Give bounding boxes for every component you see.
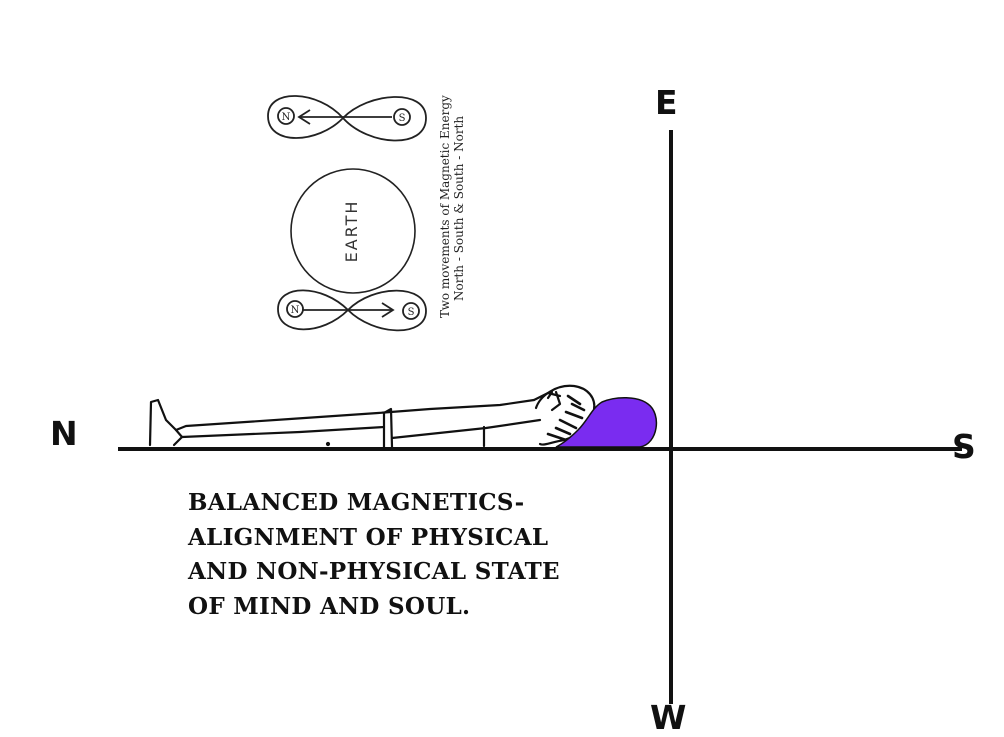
pole-top-n — [277, 107, 295, 125]
earth-label: EARTH — [342, 200, 361, 263]
pole-bottom-n-label: N — [291, 305, 300, 316]
pole-top-s-label: S — [399, 113, 406, 124]
reclining-figure — [148, 384, 596, 449]
figure-feet — [148, 398, 184, 447]
arrow-top-head — [297, 109, 311, 125]
pole-top-n-label: N — [282, 112, 291, 123]
caption-line-3: AND NON-PHYSICAL STATE — [188, 558, 560, 585]
magnetic-energy-caption-line1: Two movements of Magnetic Energy — [438, 95, 452, 318]
pillow — [555, 397, 658, 448]
figure-dot — [325, 441, 331, 447]
caption-block: BALANCED MAGNETICS- ALIGNMENT OF PHYSICA… — [188, 486, 560, 624]
figure-beard — [546, 394, 586, 442]
figure-face — [546, 390, 562, 412]
pole-top-s — [393, 108, 411, 126]
magnetic-loop-top — [267, 95, 427, 142]
figure-knee — [382, 407, 394, 449]
caption-line-4: OF MIND AND SOUL. — [188, 592, 471, 620]
earth-magnetic-sketch — [267, 95, 427, 332]
pole-bottom-s — [402, 302, 420, 320]
compass-south-label: S — [952, 427, 976, 466]
compass-east-label: E — [655, 83, 678, 122]
arrow-bottom-head — [381, 302, 395, 318]
compass-west-label: W — [650, 698, 687, 737]
pole-bottom-n — [286, 300, 304, 318]
magnetic-energy-caption-line2: North - South & South - North — [452, 116, 466, 301]
figure-torso-lower — [390, 418, 542, 440]
figure-legs-bottom — [180, 425, 386, 439]
pole-bottom-s-label: S — [408, 307, 415, 318]
figure-legs-top — [174, 398, 536, 432]
compass-north-label: N — [50, 414, 78, 453]
caption-line-2: ALIGNMENT OF PHYSICAL — [188, 523, 549, 551]
earth-circle — [290, 168, 416, 294]
caption-line-1: BALANCED MAGNETICS- — [188, 489, 525, 516]
